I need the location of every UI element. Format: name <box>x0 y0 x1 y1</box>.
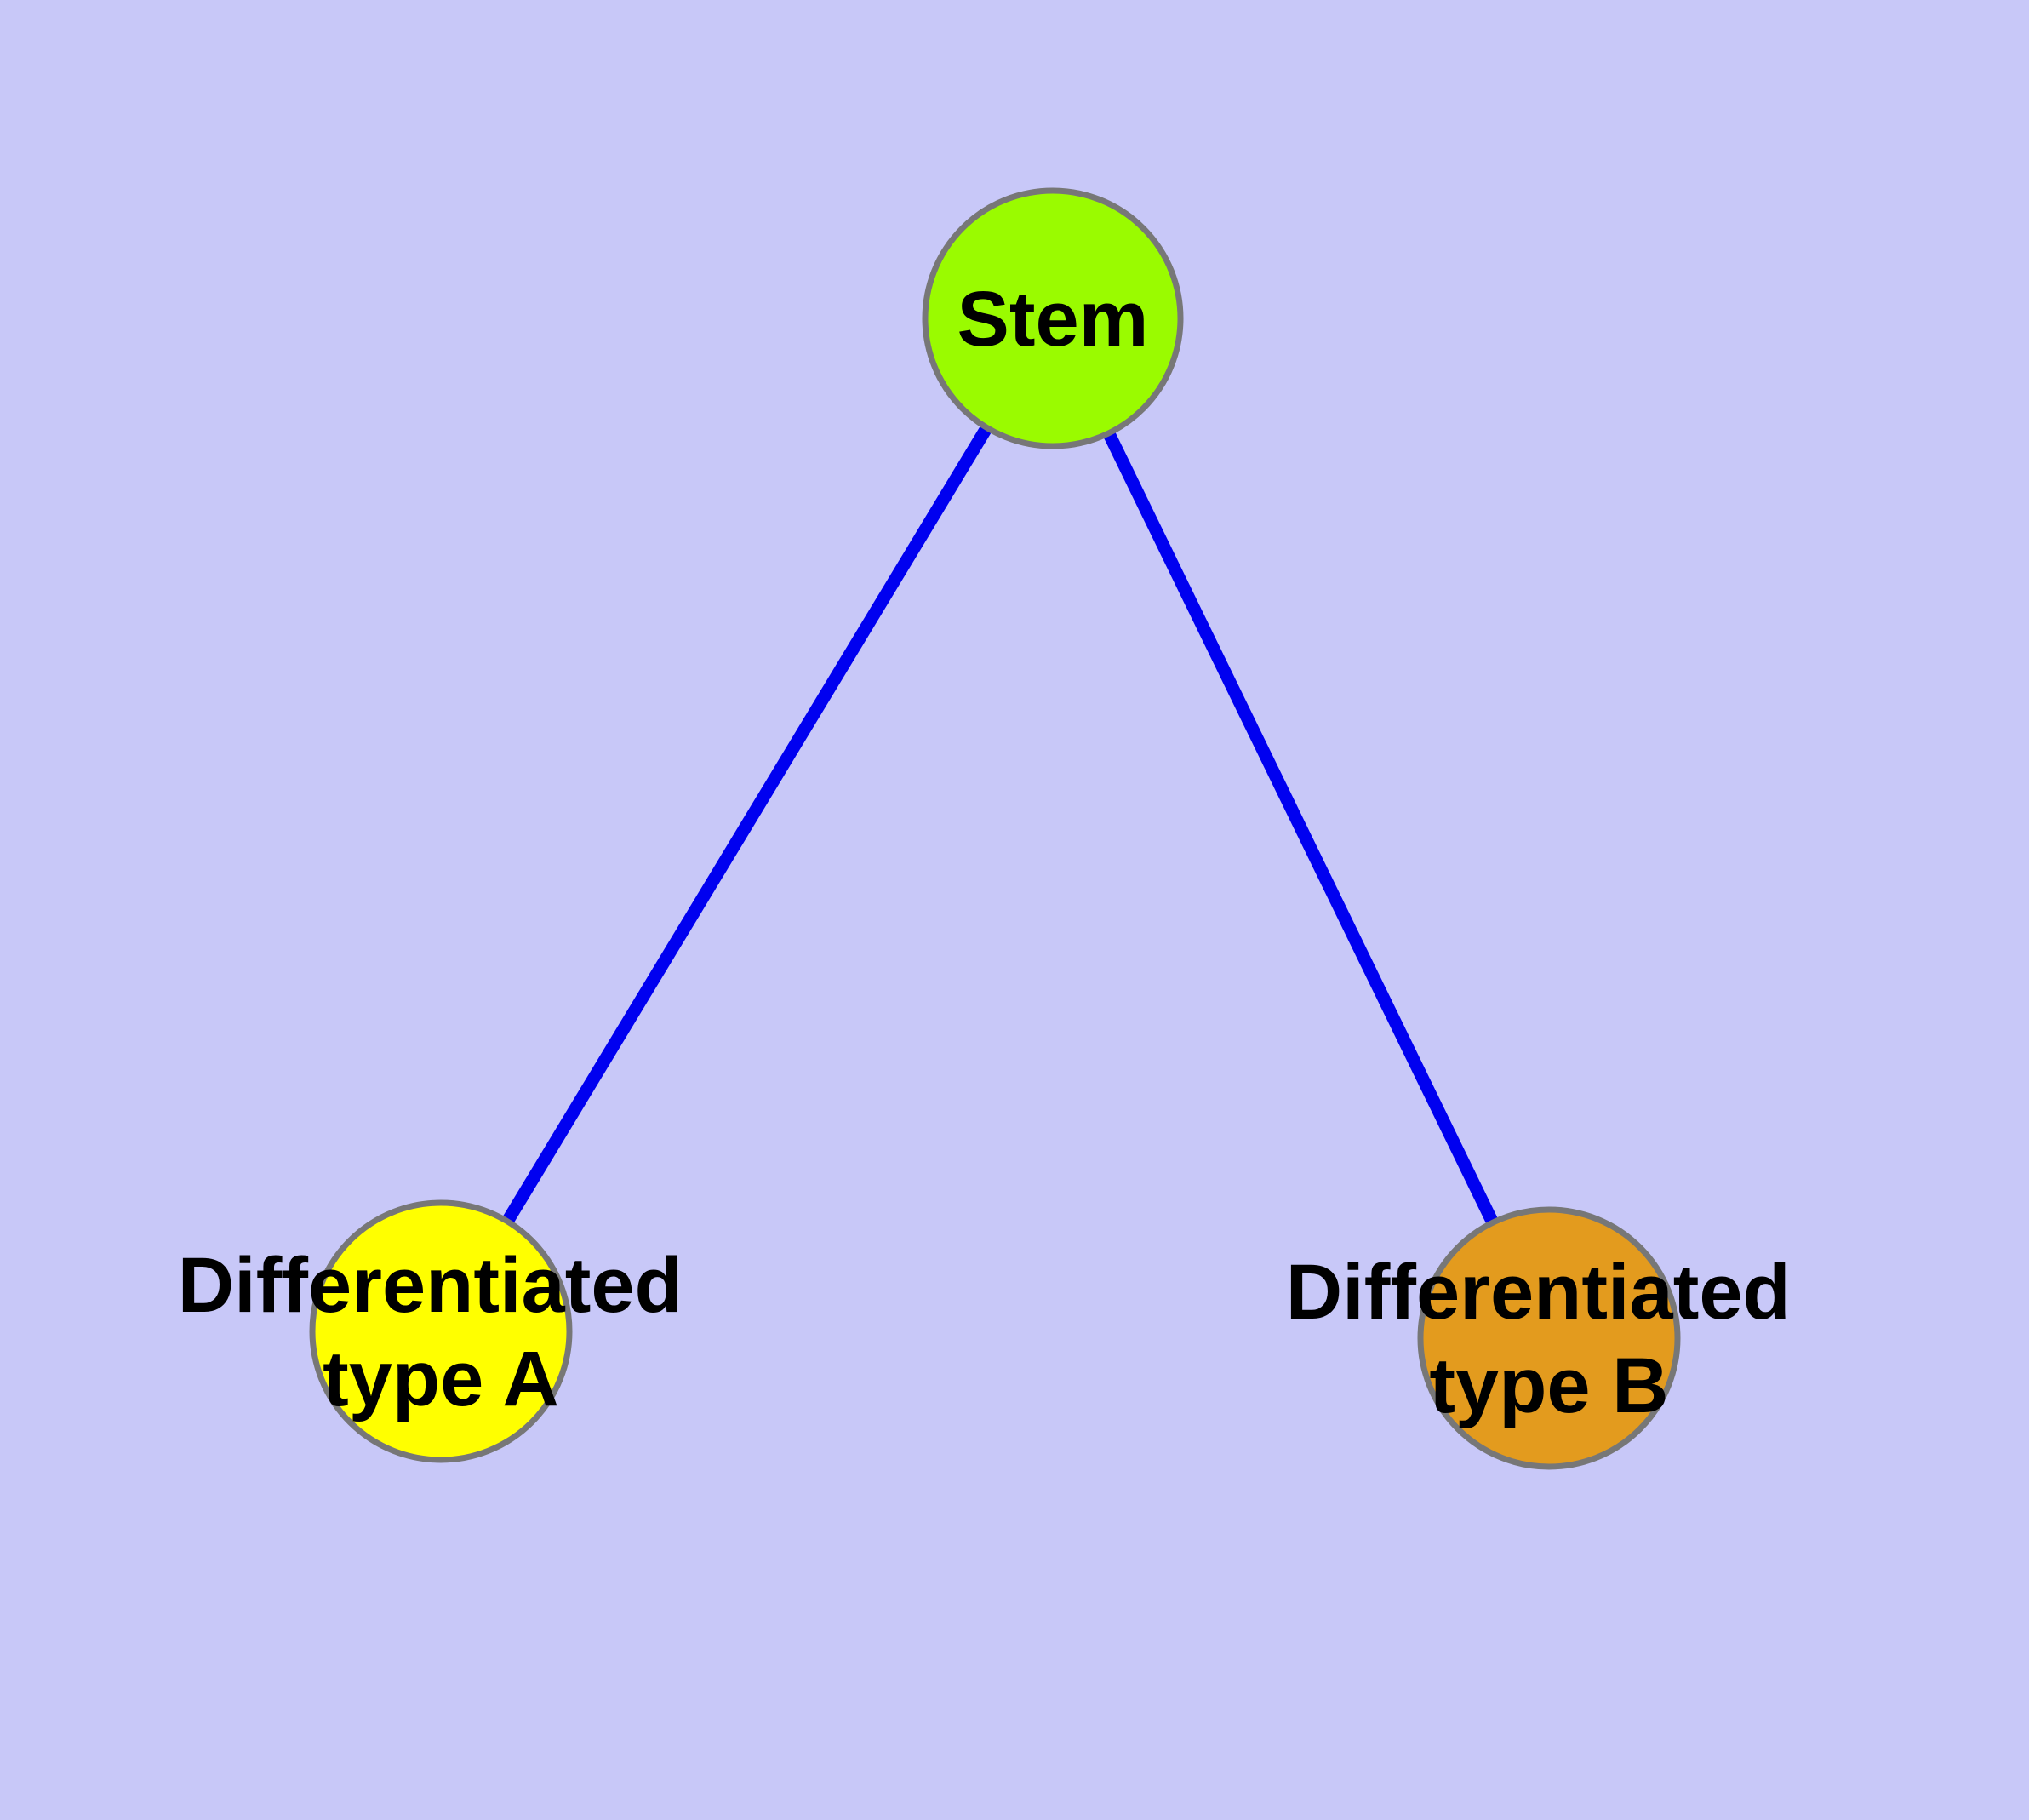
edge-stem-to-type-a <box>435 315 1059 1335</box>
node-differentiated-type-b <box>1417 1206 1681 1470</box>
node-type-b-label-line1: Differentiated <box>1286 1249 1791 1336</box>
node-type-a-label: Differentiated type A <box>178 1242 705 1422</box>
node-type-a-label-line1: Differentiated <box>178 1242 683 1329</box>
node-type-a-label-line2: type A <box>323 1336 559 1422</box>
node-stem <box>922 187 1184 449</box>
node-type-b-label-line2: type B <box>1429 1342 1668 1429</box>
edge-stem-to-type-b <box>1047 315 1555 1342</box>
node-stem-label: Stem <box>957 276 1149 363</box>
node-differentiated-type-a <box>309 1199 573 1463</box>
node-type-b-label: Differentiated type B <box>1286 1249 1813 1429</box>
